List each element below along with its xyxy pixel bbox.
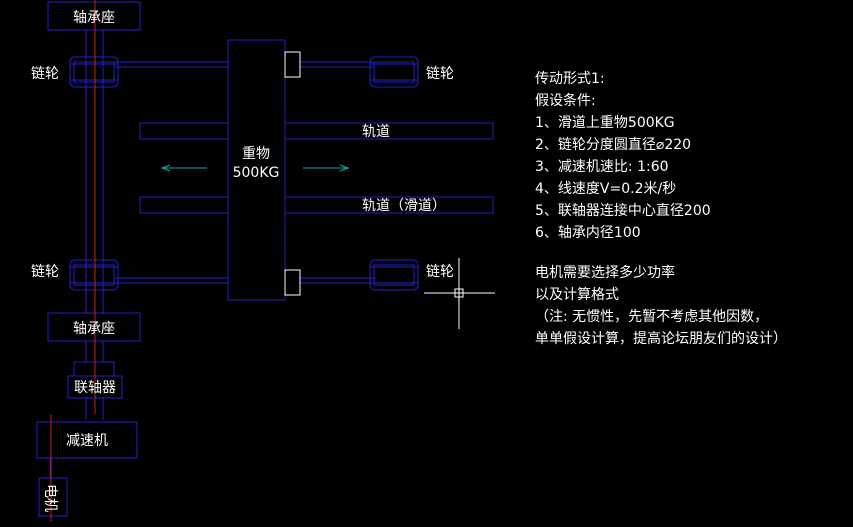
arrow-left	[160, 164, 207, 172]
reducer-block	[36, 421, 138, 459]
conditions-title: 假设条件:	[535, 93, 596, 109]
rail-bottom-left	[139, 196, 229, 214]
sprocket-left-bottom	[69, 259, 119, 291]
condition-item: 2、链轮分度圆直径⌀220	[535, 137, 692, 153]
notes-panel: 传动形式1: 假设条件: 1、滑道上重物500KG 2、链轮分度圆直径⌀220 …	[535, 68, 845, 350]
bearing-block-top	[47, 1, 141, 31]
question-line: 以及计算格式	[535, 287, 619, 303]
motor-label: 电机	[42, 484, 58, 512]
chain-bracket-bottom	[284, 269, 301, 296]
chain-bracket-top	[284, 51, 301, 78]
question-line: （注: 无惯性，先暂不考虑其他因数，	[535, 309, 769, 325]
reducer-label: 减速机	[66, 433, 108, 449]
sprocket-right-top-label: 链轮	[426, 66, 454, 82]
rail-bottom-label: 轨道（滑道）	[362, 197, 446, 214]
rail-top-left	[139, 122, 229, 140]
sprocket-right-top	[369, 56, 419, 88]
sprocket-right-bottom-label: 链轮	[426, 264, 454, 280]
load-label-line2: 500KG	[233, 165, 280, 181]
question-line: 单单假设计算，提高论坛朋友们的设计）	[535, 331, 787, 347]
load-block	[227, 39, 286, 301]
crosshair-cursor-icon	[424, 258, 495, 329]
condition-item: 4、线速度V=0.2米/秒	[535, 181, 677, 197]
sprocket-left-bottom-label: 链轮	[31, 264, 59, 280]
motor-block	[38, 477, 68, 517]
load-label-line1: 重物	[242, 146, 270, 162]
condition-item: 5、联轴器连接中心直径200	[535, 203, 711, 219]
bearing-block-bottom	[47, 312, 141, 342]
question-line: 电机需要选择多少功率	[535, 265, 675, 281]
arrow-right	[303, 164, 350, 172]
coupling-label: 联轴器	[74, 380, 116, 396]
notes-heading: 传动形式1:	[535, 71, 605, 87]
condition-item: 6、轴承内径100	[535, 225, 641, 241]
condition-item: 3、减速机速比: 1:60	[535, 159, 669, 175]
rail-top-label: 轨道	[362, 124, 390, 140]
sprocket-left-top	[69, 56, 119, 88]
bearing-top-label: 轴承座	[73, 10, 115, 26]
notes-spacer	[535, 244, 845, 262]
sprocket-right-bottom	[369, 259, 419, 291]
bearing-bottom-label: 轴承座	[73, 321, 115, 337]
condition-item: 1、滑道上重物500KG	[535, 115, 675, 131]
sprocket-left-top-label: 链轮	[31, 66, 59, 82]
